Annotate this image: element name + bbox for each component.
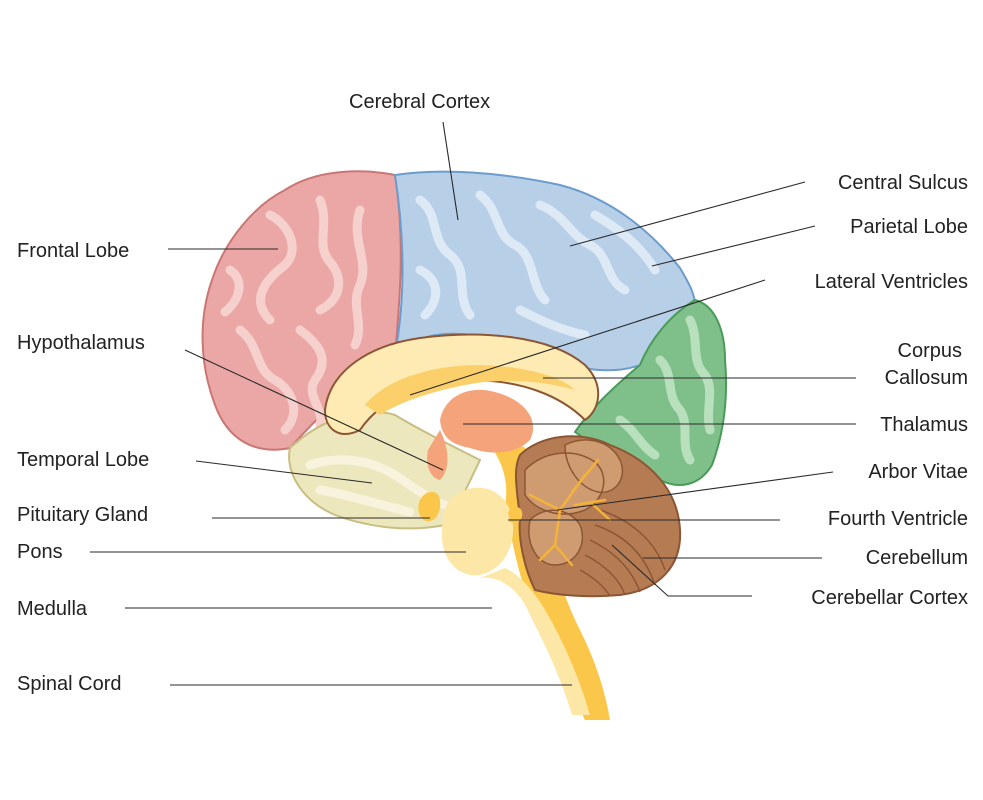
label-pituitary-gland: Pituitary Gland [17, 504, 148, 526]
medulla-shape [480, 568, 590, 715]
leader-lines [90, 121, 856, 686]
thalamus-region [418, 389, 534, 522]
label-parietal-lobe: Parietal Lobe [850, 216, 968, 238]
leader-arbor-vitae [556, 471, 834, 511]
corpus-callosum-shape [323, 333, 600, 435]
label-spinal-cord: Spinal Cord [17, 673, 122, 695]
hypothalamus-shape [427, 430, 448, 480]
leader-central-sulcus [569, 181, 806, 247]
label-hypothalamus: Hypothalamus [17, 332, 145, 354]
label-cerebellum: Cerebellum [866, 547, 968, 569]
label-thalamus: Thalamus [880, 414, 968, 436]
label-frontal-lobe: Frontal Lobe [17, 240, 129, 262]
leader-cerebral-cortex [442, 121, 459, 221]
cerebellum-lobules [524, 439, 624, 566]
frontal-gyri [220, 195, 368, 435]
fourth-ventricle-shape [508, 506, 523, 523]
label-corpus-callosum-line2: Callosum [885, 367, 968, 389]
label-temporal-lobe: Temporal Lobe [17, 449, 149, 471]
label-corpus-callosum-line1: Corpus [898, 340, 962, 362]
lateral-ventricle-shape [365, 365, 575, 415]
pons-shape [441, 487, 514, 576]
thalamus-shape [440, 389, 534, 453]
parietal-lobe [393, 170, 697, 372]
label-medulla: Medulla [17, 598, 88, 620]
leader-hypothalamus [184, 349, 444, 471]
label-lateral-ventricles: Lateral Ventricles [815, 271, 968, 293]
arbor-vitae-shape [528, 458, 612, 567]
label-arbor-vitae: Arbor Vitae [868, 461, 968, 483]
cerebellar-cortex-stripes [579, 509, 666, 597]
corpus-callosum [323, 333, 600, 435]
leader-lateral-ventricles [409, 279, 766, 396]
occipital-gyri [615, 315, 715, 465]
label-fourth-ventricle: Fourth Ventricle [828, 508, 968, 530]
leader-cerebellar-cortex [611, 544, 752, 597]
label-cerebellar-cortex: Cerebellar Cortex [811, 587, 968, 609]
leader-temporal-lobe [195, 460, 373, 484]
label-pons: Pons [17, 541, 63, 563]
labels: Cerebral Cortex Central Sulcus Frontal L… [17, 91, 968, 695]
pituitary-gland-shape [418, 491, 441, 522]
label-central-sulcus: Central Sulcus [838, 172, 968, 194]
label-cerebral-cortex: Cerebral Cortex [349, 91, 490, 113]
leader-parietal-lobe [651, 225, 816, 267]
cerebellum [508, 435, 682, 598]
parietal-gyri [415, 190, 660, 340]
